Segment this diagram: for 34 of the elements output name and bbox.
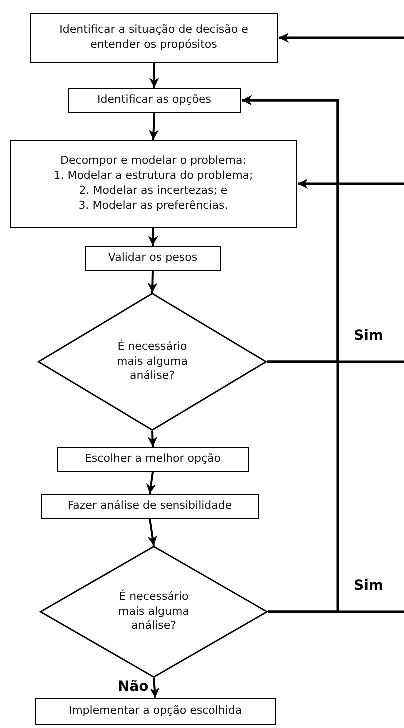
question-text: É necessário mais alguma análise?: [116, 340, 189, 384]
process-box: [41, 494, 259, 519]
process-box: [35, 698, 276, 725]
arrow: [148, 518, 158, 546]
arrow: [279, 33, 404, 43]
connector-line: [268, 610, 404, 614]
arrow: [242, 96, 340, 614]
arrow: [149, 62, 160, 88]
process-box: [57, 447, 249, 472]
list-item: 2. Modelar as incertezas; e: [79, 184, 228, 199]
arrow: [146, 472, 156, 494]
step-text: Validar os pesos: [108, 251, 198, 266]
step-text: Escolher a melhor opção: [84, 452, 221, 467]
arrow: [298, 179, 404, 189]
step-text: Implementar a opção escolhida: [68, 704, 242, 719]
step-text: Identificar a situação de decisão e entender os propósitos: [58, 23, 250, 53]
step-text: Fazer análise de sensibilidade: [68, 499, 232, 514]
connector-line: [267, 360, 404, 364]
process-box: [85, 246, 221, 271]
list-item: 1. Modelar a estrutura do problema;: [54, 169, 254, 184]
arrow: [148, 112, 159, 140]
arrow: [148, 270, 158, 294]
arrow: [150, 678, 160, 698]
arrow: [148, 430, 158, 448]
step-text: Identificar as opções: [97, 93, 212, 108]
arrow: [148, 228, 158, 246]
decision-diamond: [40, 546, 268, 678]
step-text: Decompor e modelar o problema:: [60, 154, 246, 170]
question-text: É necessário mais alguma análise?: [118, 590, 190, 634]
decision-diamond: [38, 293, 267, 431]
process-box: [30, 13, 278, 63]
process-box: [10, 140, 297, 228]
list-item: 3. Modelar as preferências.: [78, 198, 228, 214]
process-box: [68, 88, 241, 113]
